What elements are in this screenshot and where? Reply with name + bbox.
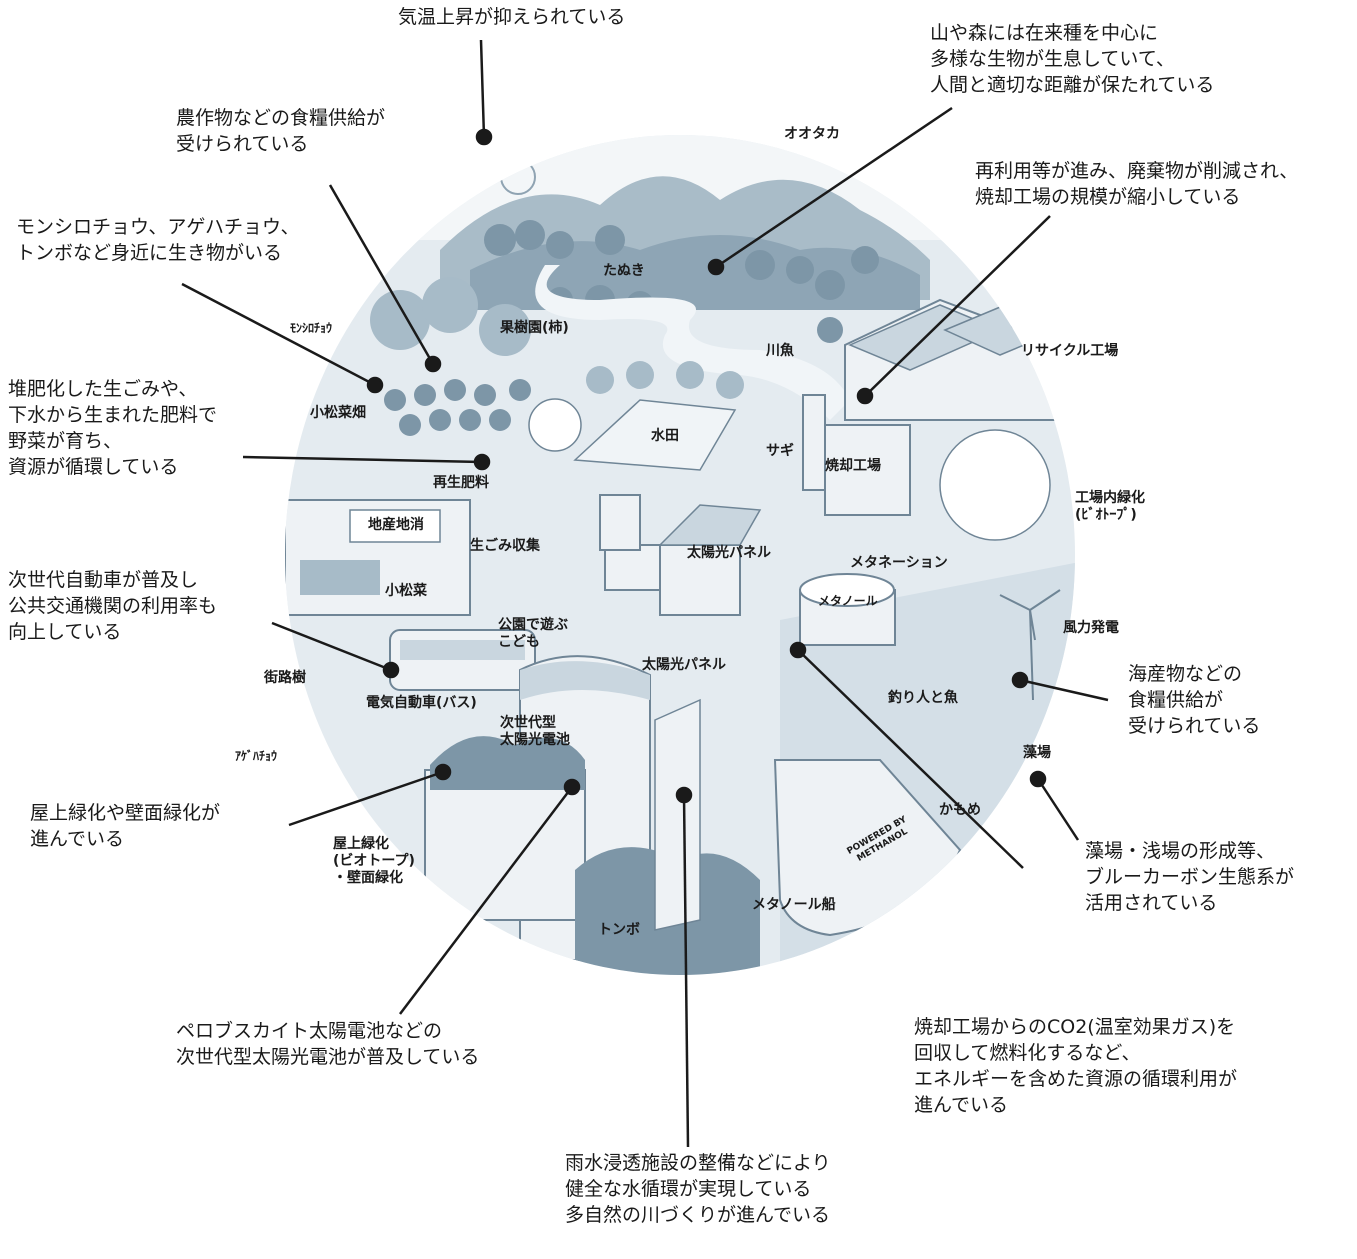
label-seagrass: 藻場 bbox=[1023, 745, 1051, 761]
callout-water-cycle: 雨水浸透施設の整備などにより 健全な水循環が実現している 多自然の川づくりが進ん… bbox=[565, 1152, 831, 1226]
label-factory-biotope: 工場内緑化 (ﾋﾞｵﾄｰﾌﾟ) bbox=[1075, 490, 1145, 523]
label-dragonfly: トンボ bbox=[598, 922, 640, 938]
label-angler: 釣り人と魚 bbox=[888, 690, 958, 706]
label-recycled-fertilizer: 再生肥料 bbox=[433, 475, 489, 491]
callout-next-gen-vehicles: 次世代自動車が普及し 公共交通機関の利用率も 向上している bbox=[8, 569, 218, 643]
electric-bus bbox=[389, 629, 536, 691]
callout-seafood-supply: 海産物などの 食糧供給が 受けられている bbox=[1128, 663, 1261, 737]
label-methanol-tank: メタノール bbox=[818, 594, 878, 608]
callout-insects-nearby: モンシロチョウ、アゲハチョウ、 トンボなど身近に生き物がいる bbox=[16, 216, 300, 264]
wind-turbine bbox=[999, 589, 1061, 701]
label-river-fish: 川魚 bbox=[766, 343, 794, 359]
label-tanuki: たぬき bbox=[603, 263, 645, 279]
label-incineration-plant: 焼却工場 bbox=[825, 458, 881, 474]
label-methanol-ship: メタノール船 bbox=[752, 897, 836, 913]
callout-blue-carbon: 藻場・浅場の形成等、 ブルーカーボン生態系が 活用されている bbox=[1085, 840, 1295, 914]
label-seagull: かもめ bbox=[939, 802, 981, 818]
local-produce-shop bbox=[285, 499, 471, 616]
label-food-waste-collection: 生ごみ収集 bbox=[470, 538, 540, 554]
label-heron: サギ bbox=[766, 443, 794, 459]
label-hawk: オオタカ bbox=[784, 126, 840, 142]
label-local-production: 地産地消 bbox=[368, 517, 424, 533]
label-wind-power: 風力発電 bbox=[1063, 620, 1119, 636]
label-solar-panel-house: 太陽光パネル bbox=[687, 545, 771, 561]
callout-rooftop-greening: 屋上緑化や壁面緑化が 進んでいる bbox=[30, 802, 221, 850]
callout-perovskite: ペロブスカイト太陽電池などの 次世代型太陽光電池が普及している bbox=[176, 1020, 480, 1068]
callout-compost-cycle: 堆肥化した生ごみや、 下水から生まれた肥料で 野菜が育ち、 資源が循環している bbox=[8, 378, 218, 478]
callout-temperature: 気温上昇が抑えられている bbox=[398, 6, 626, 28]
label-komatsuna: 小松菜 bbox=[385, 583, 427, 599]
label-recycling-plant: リサイクル工場 bbox=[1021, 343, 1119, 359]
incineration-plant-building bbox=[802, 394, 911, 516]
label-cabbage-white: ﾓﾝｼﾛﾁｮｳ bbox=[290, 321, 333, 335]
river bbox=[535, 265, 850, 420]
rooftop-garden-building bbox=[424, 736, 586, 921]
label-swallowtail: ｱｹﾞﾊﾁｮｳ bbox=[235, 749, 278, 763]
label-park-children: 公園で遊ぶ こども bbox=[498, 617, 568, 650]
komatsuna-field bbox=[384, 379, 531, 436]
label-komatsuna-field: 小松菜畑 bbox=[310, 405, 366, 421]
label-orchard: 果樹園(柿) bbox=[500, 320, 569, 336]
rice-paddy bbox=[573, 399, 737, 471]
callout-waste-reduction: 再利用等が進み、廃棄物が削減され、 焼却工場の規模が縮小している bbox=[975, 160, 1299, 208]
leader-lines bbox=[181, 39, 1109, 1148]
callout-crop-supply: 農作物などの食糧供給が 受けられている bbox=[176, 107, 386, 155]
callout-co2-recycling: 焼却工場からのCO2(温室効果ガス)を 回収して燃料化するなど、 エネルギーを含… bbox=[914, 1016, 1238, 1116]
houses bbox=[599, 494, 762, 616]
label-electric-bus: 電気自動車(バス) bbox=[366, 695, 477, 711]
label-next-gen-solar: 次世代型 太陽光電池 bbox=[500, 715, 570, 748]
label-solar-panel-building: 太陽光パネル bbox=[642, 657, 726, 673]
callout-forest-biodiversity: 山や森には在来種を中心に 多様な生物が生息していて、 人間と適切な距離が保たれて… bbox=[930, 22, 1215, 96]
label-rooftop-greening: 屋上緑化 (ビオトープ) ・壁面緑化 bbox=[333, 836, 415, 886]
label-street-trees: 街路樹 bbox=[264, 670, 306, 686]
label-rice-paddy: 水田 bbox=[651, 428, 679, 444]
label-methanation: メタネーション bbox=[850, 555, 948, 571]
methanol-tank bbox=[799, 573, 896, 646]
